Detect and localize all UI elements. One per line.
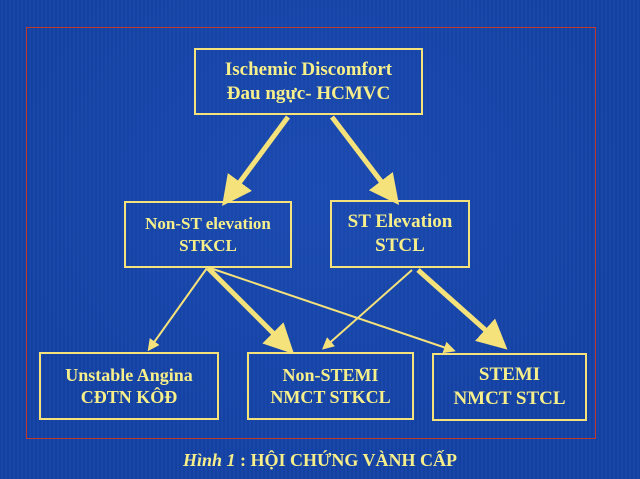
- arrow-nonst-to-ua: [147, 267, 208, 352]
- slide-frame: [26, 27, 596, 439]
- caption-title: HỘI CHỨNG VÀNH CẤP: [250, 450, 458, 470]
- node-st-elevation: ST Elevation STCL: [330, 200, 470, 268]
- node-line2: NMCT STCL: [453, 388, 566, 409]
- arrow-st-to-stemi: [416, 268, 508, 350]
- node-line2: STKCL: [179, 235, 237, 255]
- node-line1: Non-STEMI: [282, 364, 379, 385]
- arrow-st-to-nstemi: [322, 269, 413, 350]
- node-line2: CĐTN KÔĐ: [80, 387, 178, 407]
- arrow-top-to-st: [330, 115, 400, 205]
- arrow-nonst-to-stemi: [209, 267, 456, 354]
- node-stemi: STEMI NMCT STCL: [432, 353, 587, 421]
- node-line1: STEMI: [478, 364, 541, 386]
- node-ischemic-discomfort: Ischemic Discomfort Đau ngực- HCMVC: [194, 48, 423, 115]
- node-line1: Non-ST elevation: [145, 214, 271, 234]
- figure-caption: Hình 1 : HỘI CHỨNG VÀNH CẤP: [0, 450, 640, 471]
- caption-prefix: Hình 1: [182, 450, 236, 470]
- node-line2: NMCT STKCL: [270, 387, 391, 407]
- node-non-st-elevation: Non-ST elevation STKCL: [124, 201, 292, 268]
- arrow-nonst-to-nstemi: [206, 266, 295, 355]
- node-non-stemi: Non-STEMI NMCT STKCL: [247, 352, 414, 420]
- caption-separator: :: [235, 450, 251, 470]
- node-line2: STCL: [375, 235, 425, 256]
- node-line1: ST Elevation: [347, 211, 453, 233]
- node-line1: Unstable Angina: [65, 364, 193, 385]
- arrow-top-to-nonst: [222, 115, 291, 207]
- node-line1: Ischemic Discomfort: [224, 58, 393, 80]
- node-unstable-angina: Unstable Angina CĐTN KÔĐ: [39, 352, 219, 420]
- node-line2: Đau ngực- HCMVC: [226, 82, 391, 104]
